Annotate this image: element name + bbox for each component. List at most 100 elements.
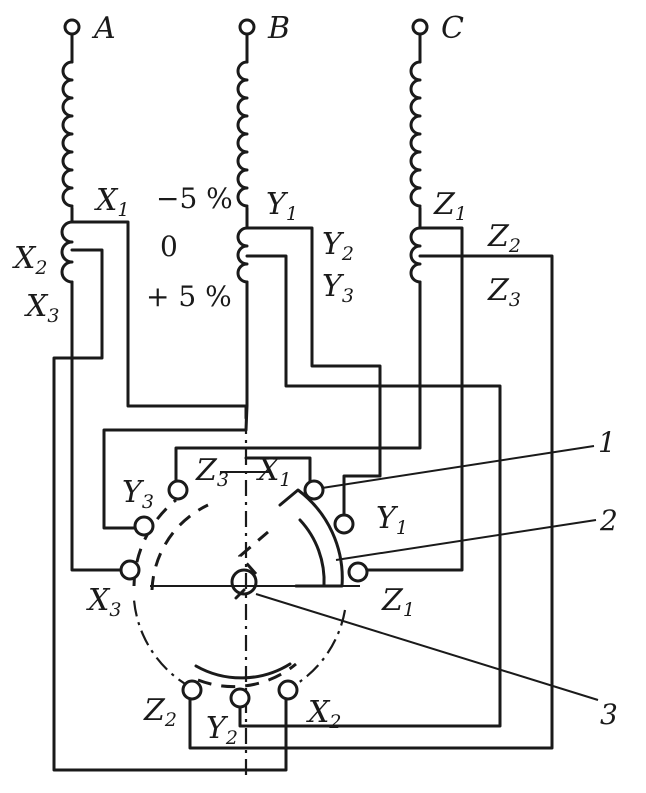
- label-x3-switch-base: X: [86, 583, 111, 618]
- lead-z3: [174, 280, 422, 490]
- label-y3-top-sub: 3: [342, 285, 354, 307]
- label-y3-switch: Y3: [122, 475, 154, 513]
- contact-arc-bottom: [197, 662, 297, 689]
- callout-1-leader: [321, 445, 595, 489]
- callout-2-leader: [335, 519, 597, 561]
- label-z3-switch-sub: 3: [217, 469, 229, 491]
- label-x1-switch-sub: 1: [279, 469, 291, 491]
- tap-percent-plus: + 5 %: [146, 280, 232, 313]
- label-x1-switch-base: X: [256, 453, 281, 488]
- winding-c-main-coil: [409, 60, 422, 208]
- label-x2-switch-sub: 2: [328, 711, 341, 733]
- callout-3-label: 3: [600, 698, 618, 731]
- winding-c-tap-coil: [409, 226, 422, 284]
- label-x2-top-base: X: [12, 241, 37, 276]
- terminal-c-node: [411, 18, 429, 36]
- stud-x1: [303, 479, 325, 501]
- contact-arc-left-outer: [132, 498, 177, 587]
- terminal-b-node: [238, 18, 256, 36]
- label-y1-switch: Y1: [376, 501, 408, 539]
- label-y1-top: Y1: [266, 187, 298, 225]
- callout-1-label: 1: [598, 426, 616, 459]
- terminal-a-label: A: [91, 11, 116, 46]
- label-x2-switch-base: X: [306, 695, 331, 730]
- stud-y3: [133, 515, 155, 537]
- lead-y2: [238, 254, 502, 728]
- winding-a-main-coil: [61, 60, 74, 208]
- tap-percent-zero: 0: [160, 230, 178, 263]
- moving-contact-outer: [278, 488, 344, 588]
- label-z3-top-sub: 3: [509, 289, 521, 311]
- shaft-stub: [234, 588, 246, 600]
- label-x1-switch: X1: [256, 453, 291, 491]
- terminal-a: A: [63, 11, 116, 46]
- label-y1-switch-base: Y: [376, 501, 399, 536]
- label-x2-switch: X2: [306, 695, 341, 733]
- label-z2-top-sub: 2: [508, 235, 521, 257]
- moving-contact-inner: [298, 518, 326, 588]
- stud-z3: [167, 479, 189, 501]
- label-y2-top-base: Y: [322, 227, 345, 262]
- label-z2-top-base: Z: [487, 219, 510, 254]
- label-x1-top-sub: 1: [117, 199, 129, 221]
- stud-y2: [229, 687, 251, 709]
- lead-x3: [70, 280, 130, 572]
- label-y3-switch-sub: 3: [142, 491, 154, 513]
- label-z1-switch-base: Z: [381, 583, 404, 618]
- lead-z2: [188, 254, 554, 750]
- contact-arc-left: [150, 503, 209, 591]
- label-z1-switch-sub: 1: [403, 599, 415, 621]
- label-z3-top-base: Z: [487, 273, 510, 308]
- stud-z2: [181, 679, 203, 701]
- label-z2-top: Z2: [487, 219, 521, 257]
- label-y1-top-sub: 1: [286, 203, 298, 225]
- label-y2-top-sub: 2: [341, 243, 354, 265]
- callout-2-label: 2: [599, 504, 618, 537]
- label-y1-top-base: Y: [266, 187, 289, 222]
- label-x3-switch: X3: [86, 583, 121, 621]
- stud-y1: [333, 513, 355, 535]
- terminal-c-label: C: [441, 11, 464, 46]
- lead-x1: [70, 206, 248, 420]
- label-y2-switch-sub: 2: [225, 727, 238, 749]
- label-y3-switch-base: Y: [122, 475, 145, 510]
- label-z2-switch-sub: 2: [164, 709, 177, 731]
- label-y2-top: Y2: [322, 227, 354, 265]
- label-z3-top: Z3: [487, 273, 521, 311]
- switch-outline-right: [289, 609, 347, 689]
- callout-3-leader: [255, 593, 599, 701]
- label-y1-switch-sub: 1: [396, 517, 408, 539]
- winding-b-main-coil: [236, 60, 249, 208]
- label-x3-top-base: X: [24, 289, 49, 324]
- lead-y3: [102, 280, 249, 530]
- label-y3-top: Y3: [322, 269, 354, 307]
- switch-shaft: [230, 568, 258, 596]
- tap-percent-minus: −5 %: [156, 182, 233, 215]
- moving-contact-dashed: [237, 530, 269, 575]
- label-z1-top-base: Z: [433, 187, 456, 222]
- stud-x3: [119, 559, 141, 581]
- label-z2-switch-base: Z: [143, 693, 166, 728]
- label-z3-switch: Z3: [195, 453, 229, 491]
- label-z1-top: Z1: [433, 187, 467, 225]
- lead-z1: [356, 206, 464, 572]
- lead-x2: [52, 248, 288, 772]
- label-y3-top-base: Y: [322, 269, 345, 304]
- label-x2-top-sub: 2: [34, 257, 47, 279]
- label-z2-switch: Z2: [143, 693, 177, 731]
- label-z1-top-sub: 1: [455, 203, 467, 225]
- switch-outline-left: [132, 599, 193, 689]
- label-x3-top-sub: 3: [47, 305, 59, 327]
- stud-x2: [277, 679, 299, 701]
- label-x3-top: X3: [24, 289, 59, 327]
- label-x1-top: X1: [94, 183, 129, 221]
- winding-a-tap-coil: [60, 220, 74, 284]
- terminal-b-label: B: [267, 11, 290, 46]
- stud-z1: [347, 561, 369, 583]
- label-y2-switch-base: Y: [206, 711, 229, 746]
- label-x1-top-base: X: [94, 183, 119, 218]
- terminal-a-node: [63, 18, 81, 36]
- label-x2-top: X2: [12, 241, 47, 279]
- label-z1-switch: Z1: [381, 583, 415, 621]
